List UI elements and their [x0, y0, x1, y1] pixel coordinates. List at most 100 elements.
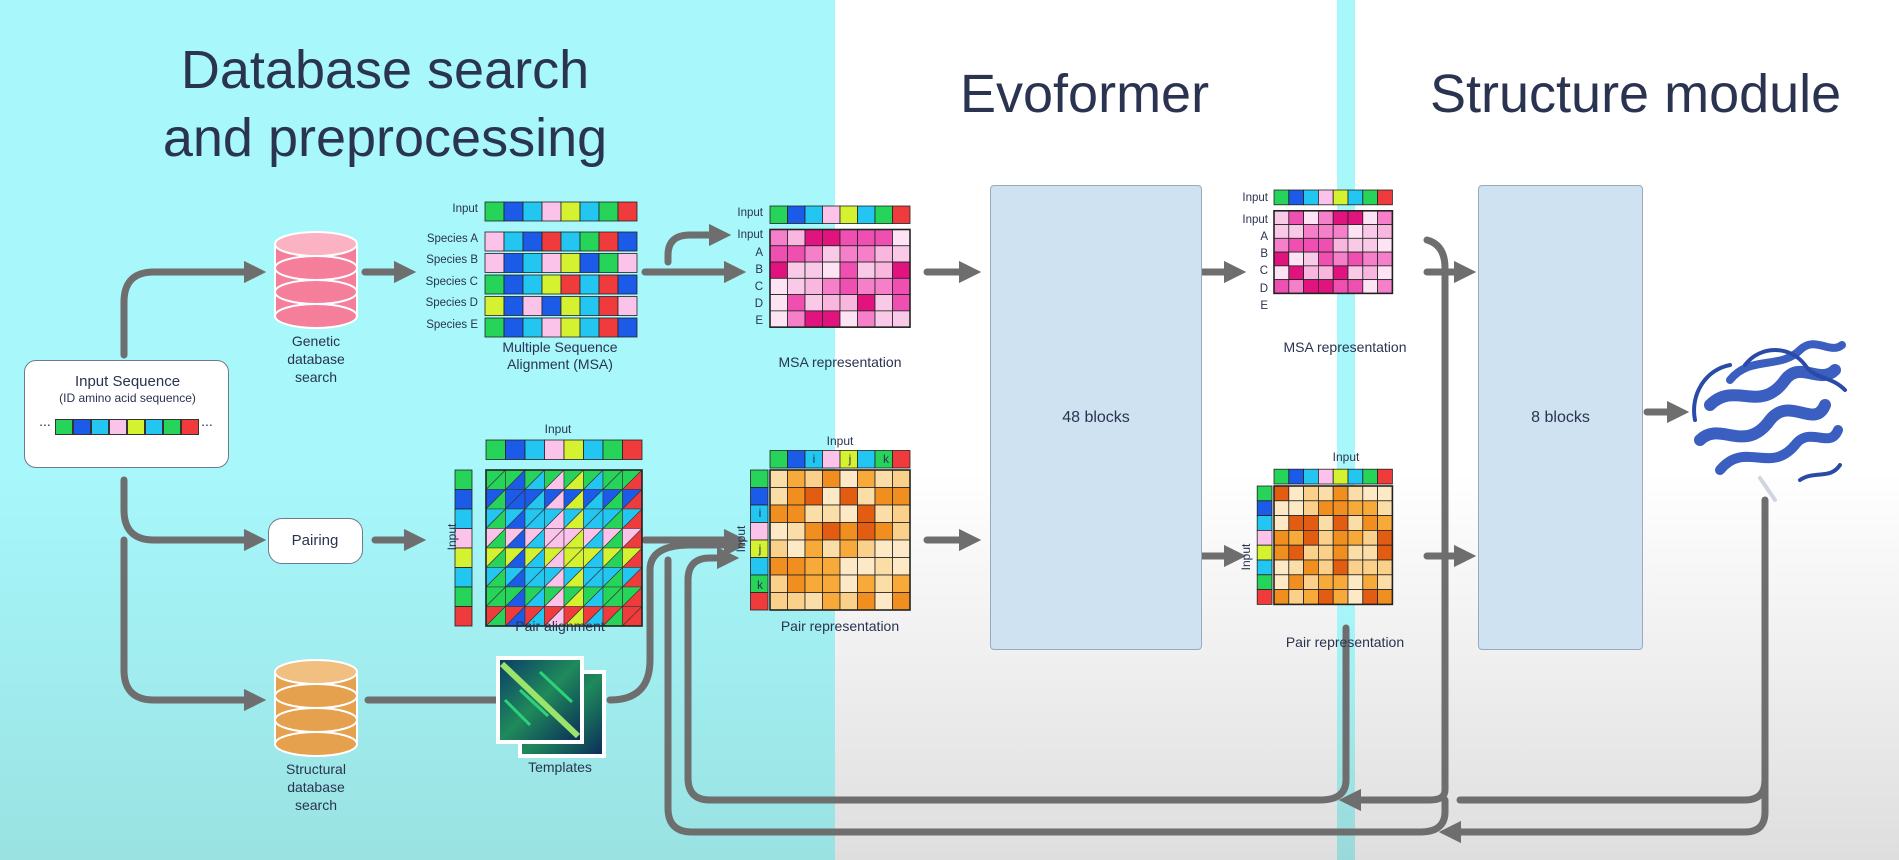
sequence-cell [55, 419, 73, 435]
pair-rep-1-cell [857, 592, 876, 611]
pair-rep-1-left-cell [750, 592, 769, 611]
msa-rep-1-cell [874, 310, 893, 328]
genetic-db-icon [274, 231, 358, 329]
pair-rep-1-top-cell [857, 450, 876, 469]
arrow-msa-branch-up [664, 223, 732, 266]
msa-species-cell [598, 317, 619, 338]
pair-rep-2-left-cell [1256, 515, 1273, 531]
msa-rep-1-cell [839, 310, 858, 328]
pair-rep-2-cell [1318, 589, 1334, 605]
msa-rep-1-cell [874, 277, 893, 296]
pair-rep-2-cell [1288, 500, 1305, 516]
pair-rep-1-cell [787, 469, 806, 488]
msa-rep-2-cell [1318, 237, 1334, 253]
msa-rep-2-cell [1273, 251, 1290, 267]
msa-rep-1-cell [892, 294, 911, 312]
pair-rep-2-cell [1303, 574, 1319, 590]
msa-species-cell [541, 231, 562, 252]
msa-rep-1-row-label: C [754, 281, 763, 293]
msa-rep-2-input-cell [1332, 189, 1349, 206]
msa-species-cell [579, 231, 600, 252]
msa-rep-2-cell [1318, 265, 1334, 281]
pair-alignment-top-cell [602, 439, 623, 460]
msa-rep-1-cell [839, 261, 858, 279]
pair-rep-2-cell [1332, 589, 1349, 605]
msa-rep-2-input-cell [1318, 189, 1334, 206]
msa-rep-2-cell [1362, 237, 1379, 253]
pair-rep-1-cell [857, 504, 876, 523]
pair-rep-2-cell [1362, 500, 1379, 516]
msa-row-label: Species B [426, 254, 478, 266]
pair-rep-2-cell [1347, 544, 1364, 561]
msa-species-cell [541, 274, 562, 295]
pair-rep-1-cell [874, 469, 893, 488]
pair-rep-1-cell [892, 469, 911, 488]
pair-rep-1-cell [857, 487, 876, 506]
pair-rep-2-cell [1288, 574, 1305, 590]
msa-rep-2-input-cell [1347, 189, 1364, 206]
msa-rep-2-row-label: E [1260, 300, 1268, 312]
msa-rep-2-cell [1288, 237, 1305, 253]
msa-rep-2-cell [1377, 224, 1393, 239]
pair-rep-1-frame [769, 469, 911, 611]
pair-rep-1-cell [839, 592, 858, 611]
input-sequence-subtitle: (ID amino acid sequence) [59, 391, 196, 405]
msa-species-cell [484, 253, 505, 273]
pair-rep-1-cell [804, 574, 823, 593]
msa-rep-1-cell [892, 229, 911, 247]
msa-species-cell [541, 317, 562, 338]
pair-rep-2-cell [1347, 485, 1364, 502]
msa-rep-2-cell [1288, 265, 1305, 281]
msa-species-cell [522, 317, 543, 338]
pair-rep-2-cell [1362, 559, 1379, 576]
msa-rep-2-cell [1347, 279, 1364, 294]
pair-rep-1-cell [857, 557, 876, 576]
pair-rep-2-cell [1332, 500, 1349, 516]
msa-species-cell [522, 274, 543, 295]
pair-rep-1-cell [839, 522, 858, 541]
pair-rep-2-cell [1377, 530, 1393, 546]
input-sequence-cells [55, 419, 199, 435]
pair-rep-1-cell [804, 504, 823, 523]
pair-rep-1-cell [839, 504, 858, 523]
msa-rep-1-cell [804, 261, 823, 279]
pair-rep-1-cell [769, 469, 788, 488]
msa-rep-1-frame [769, 228, 911, 328]
pairing-label: Pairing [291, 532, 339, 549]
msa-input-cell [598, 201, 619, 222]
pair-rep-2-cell [1377, 485, 1393, 502]
msa-rep-2-cell [1377, 279, 1393, 294]
msa-species-cell [617, 274, 638, 295]
pair-rep-1-left-cell [750, 522, 769, 541]
msa-rep-1-label: MSA representation [778, 354, 902, 370]
pair-rep-2-cell [1288, 485, 1305, 502]
msa-rep-2-cell [1303, 224, 1319, 239]
pair-rep-1-cell [787, 504, 806, 523]
msa-rep-1-input-cell [839, 205, 858, 224]
msa-species-cell [598, 253, 619, 273]
msa-rep-1-cell [787, 310, 806, 328]
msa-rep-2-row-label: B [1260, 248, 1268, 260]
pair-rep-2-top-cell [1347, 468, 1364, 485]
msa-row-label: Species A [426, 233, 478, 245]
pair-rep-1-top-cell [769, 450, 788, 469]
pair-rep-1-cell [874, 574, 893, 593]
pair-rep-2-top-cell [1318, 468, 1334, 485]
pair-alignment-frame [485, 469, 643, 627]
pair-rep-2-top-cell [1377, 468, 1393, 485]
pair-rep-2-top-cell [1288, 468, 1305, 485]
pair-rep-2-cell [1318, 485, 1334, 502]
pair-alignment-top-cell [485, 439, 506, 460]
msa-species-cell [560, 231, 581, 252]
msa-input-cell [617, 201, 638, 222]
msa-rep-2-cell [1362, 224, 1379, 239]
msa-rep-1-cell [769, 261, 788, 279]
pair-rep-1-cell [892, 504, 911, 523]
pair-rep-2-cell [1318, 574, 1334, 590]
pair-rep-2-top-cell [1303, 468, 1319, 485]
msa-rep-2-cell [1273, 279, 1290, 294]
pair-rep-2-cell [1288, 589, 1305, 605]
msa-species-cell [484, 274, 505, 295]
pair-rep-2-cell [1332, 530, 1349, 546]
pair-rep-1-cell [857, 522, 876, 541]
